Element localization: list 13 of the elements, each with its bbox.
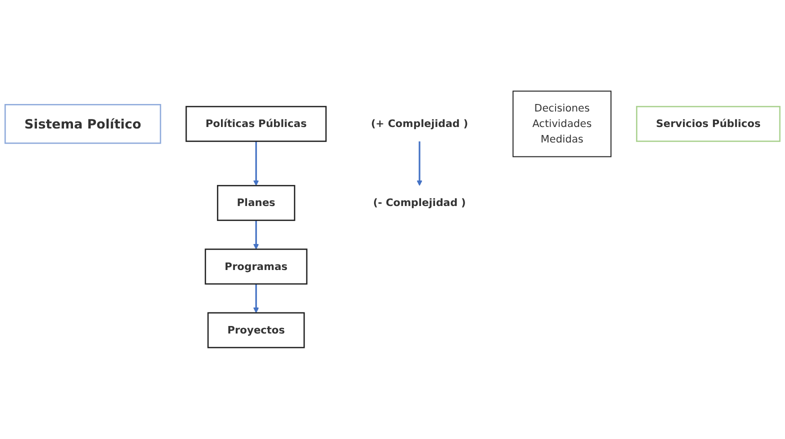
node-box: Políticas Públicas bbox=[186, 106, 327, 142]
arrow bbox=[253, 220, 259, 250]
node-text: (+ Complejidad ) bbox=[370, 118, 468, 130]
node-text: (- Complejidad ) bbox=[373, 196, 466, 209]
node-box: Planes bbox=[216, 185, 296, 222]
arrow bbox=[253, 284, 259, 314]
arrow bbox=[253, 141, 259, 186]
node-box: Programas bbox=[204, 248, 308, 285]
node-box: Proyectos bbox=[207, 312, 305, 348]
node-box: Decisiones Actividades Medidas bbox=[512, 90, 612, 158]
node-box: Sistema Político bbox=[4, 104, 162, 144]
arrow bbox=[416, 141, 422, 186]
node-box: Servicios Públicos bbox=[636, 106, 780, 142]
